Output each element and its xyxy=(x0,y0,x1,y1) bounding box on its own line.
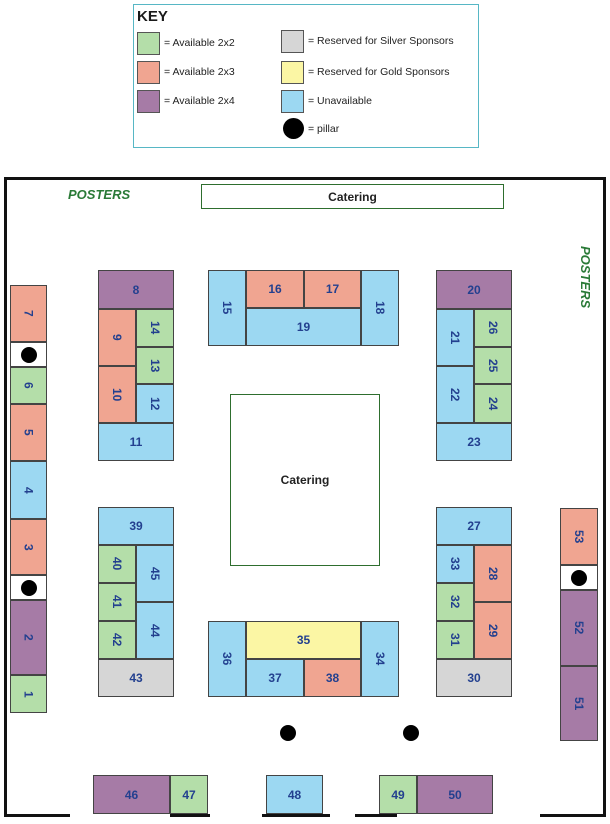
booth-43[interactable]: 43 xyxy=(98,659,174,697)
booth-33[interactable]: 33 xyxy=(436,545,474,583)
legend-swatch-available-2x3 xyxy=(137,61,160,84)
booth-49[interactable]: 49 xyxy=(379,775,417,814)
wall-top xyxy=(4,177,606,180)
legend-label-available-2x4: = Available 2x4 xyxy=(164,95,235,107)
booth-14[interactable]: 14 xyxy=(136,309,174,347)
booth-26[interactable]: 26 xyxy=(474,309,512,347)
legend-pillar-icon xyxy=(283,118,304,139)
booth-18[interactable]: 18 xyxy=(361,270,399,346)
legend-label-silver: = Reserved for Silver Sponsors xyxy=(308,35,454,47)
booth-21[interactable]: 21 xyxy=(436,309,474,366)
booth-3[interactable]: 3 xyxy=(10,519,47,575)
booth-35[interactable]: 35 xyxy=(246,621,361,659)
legend-swatch-available-2x2 xyxy=(137,32,160,55)
legend-swatch-gold xyxy=(281,61,304,84)
booth-5[interactable]: 5 xyxy=(10,404,47,461)
booth-32[interactable]: 32 xyxy=(436,583,474,621)
booth-13[interactable]: 13 xyxy=(136,347,174,384)
booth-39[interactable]: 39 xyxy=(98,507,174,545)
pillar-icon xyxy=(403,725,419,741)
legend-box xyxy=(133,4,479,148)
legend-title: KEY xyxy=(137,8,168,25)
legend-label-unavailable: = Unavailable xyxy=(308,95,372,107)
pillar xyxy=(560,565,598,590)
booth-42[interactable]: 42 xyxy=(98,621,136,659)
booth-37[interactable]: 37 xyxy=(246,659,304,697)
booth-28[interactable]: 28 xyxy=(474,545,512,602)
booth-53[interactable]: 53 xyxy=(560,508,598,565)
booth-25[interactable]: 25 xyxy=(474,347,512,384)
booth-6[interactable]: 6 xyxy=(10,367,47,404)
wall-bottom-segment xyxy=(355,814,397,817)
legend-label-gold: = Reserved for Gold Sponsors xyxy=(308,66,450,78)
booth-12[interactable]: 12 xyxy=(136,384,174,423)
booth-38[interactable]: 38 xyxy=(304,659,361,697)
catering-top: Catering xyxy=(201,184,504,209)
booth-7[interactable]: 7 xyxy=(10,285,47,342)
booth-36[interactable]: 36 xyxy=(208,621,246,697)
posters-label-top: POSTERS xyxy=(68,187,131,202)
booth-40[interactable]: 40 xyxy=(98,545,136,583)
booth-1[interactable]: 1 xyxy=(10,675,47,713)
wall-bottom-segment xyxy=(170,814,210,817)
booth-48[interactable]: 48 xyxy=(266,775,323,814)
wall-bottom-segment xyxy=(4,814,70,817)
booth-2[interactable]: 2 xyxy=(10,600,47,675)
pillar xyxy=(10,342,47,367)
booth-31[interactable]: 31 xyxy=(436,621,474,659)
booth-15[interactable]: 15 xyxy=(208,270,246,346)
posters-label-right: POSTERS xyxy=(578,246,593,309)
booth-46[interactable]: 46 xyxy=(93,775,170,814)
booth-30[interactable]: 30 xyxy=(436,659,512,697)
legend-label-available-2x2: = Available 2x2 xyxy=(164,37,235,49)
catering-center: Catering xyxy=(230,394,380,566)
wall-left xyxy=(4,177,7,817)
booth-52[interactable]: 52 xyxy=(560,590,598,666)
booth-4[interactable]: 4 xyxy=(10,461,47,519)
booth-50[interactable]: 50 xyxy=(417,775,493,814)
booth-47[interactable]: 47 xyxy=(170,775,208,814)
legend-label-pillar: = pillar xyxy=(308,123,340,135)
booth-20[interactable]: 20 xyxy=(436,270,512,309)
booth-44[interactable]: 44 xyxy=(136,602,174,659)
booth-24[interactable]: 24 xyxy=(474,384,512,423)
legend-label-available-2x3: = Available 2x3 xyxy=(164,66,235,78)
booth-29[interactable]: 29 xyxy=(474,602,512,659)
booth-8[interactable]: 8 xyxy=(98,270,174,309)
booth-17[interactable]: 17 xyxy=(304,270,361,308)
wall-bottom-segment xyxy=(262,814,330,817)
booth-45[interactable]: 45 xyxy=(136,545,174,602)
booth-11[interactable]: 11 xyxy=(98,423,174,461)
booth-27[interactable]: 27 xyxy=(436,507,512,545)
pillar-icon xyxy=(20,346,37,363)
booth-34[interactable]: 34 xyxy=(361,621,399,697)
booth-41[interactable]: 41 xyxy=(98,583,136,621)
legend-swatch-available-2x4 xyxy=(137,90,160,113)
booth-10[interactable]: 10 xyxy=(98,366,136,423)
pillar-icon xyxy=(571,569,587,586)
pillar-icon xyxy=(20,579,37,596)
booth-51[interactable]: 51 xyxy=(560,666,598,741)
booth-23[interactable]: 23 xyxy=(436,423,512,461)
legend-swatch-silver xyxy=(281,30,304,53)
wall-bottom-segment xyxy=(540,814,606,817)
booth-16[interactable]: 16 xyxy=(246,270,304,308)
booth-9[interactable]: 9 xyxy=(98,309,136,366)
wall-right xyxy=(603,177,606,817)
legend-swatch-unavailable xyxy=(281,90,304,113)
booth-19[interactable]: 19 xyxy=(246,308,361,346)
pillar xyxy=(10,575,47,600)
pillar-icon xyxy=(280,725,296,741)
booth-22[interactable]: 22 xyxy=(436,366,474,423)
